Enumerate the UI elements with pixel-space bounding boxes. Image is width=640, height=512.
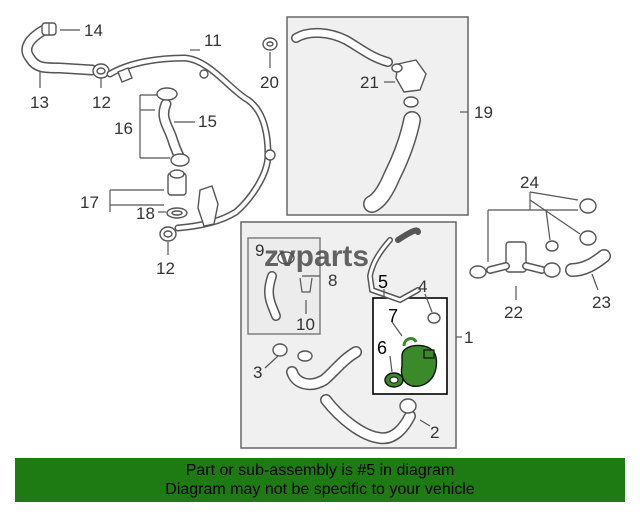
fitting-22 bbox=[469, 241, 546, 279]
callout-9: 9 bbox=[255, 241, 264, 260]
hose-19 bbox=[291, 28, 421, 213]
clip-7 bbox=[402, 337, 418, 347]
footer-banner: Part or sub-assembly is #5 in diagram Di… bbox=[15, 458, 625, 502]
callout-6: 6 bbox=[377, 338, 387, 358]
clip-10 bbox=[299, 277, 313, 293]
bracket-part bbox=[197, 185, 219, 227]
leader-lines bbox=[39, 29, 599, 427]
footer-line-1: Part or sub-assembly is #5 in diagram bbox=[185, 462, 455, 479]
callout-19: 19 bbox=[474, 103, 493, 122]
clamp-14 bbox=[41, 22, 57, 36]
callout-8: 8 bbox=[328, 271, 337, 290]
callout-11: 11 bbox=[204, 31, 222, 50]
pipe-11 bbox=[106, 54, 276, 232]
group-box-19 bbox=[286, 16, 469, 216]
callout-24: 24 bbox=[520, 173, 539, 192]
callout-10: 10 bbox=[296, 315, 315, 334]
hose-23 bbox=[543, 249, 611, 278]
callout-2: 2 bbox=[430, 423, 439, 442]
callout-7: 7 bbox=[388, 306, 398, 326]
callout-15: 15 bbox=[198, 112, 217, 131]
watermark-logo: zvparts bbox=[264, 240, 369, 273]
seal-6 bbox=[384, 372, 404, 388]
hose-9 bbox=[264, 251, 295, 321]
callout-23: 23 bbox=[592, 293, 611, 312]
pipe-group-1 bbox=[366, 227, 421, 304]
callout-labels: 14 13 12 11 15 16 17 18 12 20 21 19 9 8 … bbox=[30, 21, 611, 442]
callout-5: 5 bbox=[378, 272, 388, 292]
callout-16: 16 bbox=[114, 119, 133, 138]
callout-12-top: 12 bbox=[92, 93, 111, 112]
callout-13: 13 bbox=[30, 93, 49, 112]
callout-17: 17 bbox=[80, 193, 99, 212]
callout-14: 14 bbox=[84, 21, 103, 40]
hose-15 bbox=[156, 87, 190, 167]
clamp-20 bbox=[262, 37, 278, 51]
footer-line-2: Diagram may not be specific to your vehi… bbox=[165, 481, 475, 498]
hose-3 bbox=[272, 343, 362, 391]
callout-22: 22 bbox=[504, 303, 523, 322]
clamp-12-bottom bbox=[159, 226, 177, 242]
hose-2 bbox=[320, 394, 417, 445]
callout-20: 20 bbox=[260, 73, 279, 92]
callout-12-bottom: 12 bbox=[156, 259, 175, 278]
callout-21: 21 bbox=[360, 73, 379, 92]
callout-4: 4 bbox=[418, 277, 427, 296]
callout-3: 3 bbox=[253, 363, 262, 382]
callout-18: 18 bbox=[136, 204, 155, 223]
callout-1: 1 bbox=[464, 328, 473, 347]
hose-13 bbox=[21, 24, 98, 76]
clamp-12-top bbox=[92, 63, 110, 79]
clamps-24 bbox=[545, 198, 597, 252]
outlet-5-assembly bbox=[400, 344, 438, 387]
valve-21 bbox=[391, 59, 427, 108]
fitting-17 bbox=[166, 169, 188, 219]
clamp-4 bbox=[427, 312, 441, 324]
